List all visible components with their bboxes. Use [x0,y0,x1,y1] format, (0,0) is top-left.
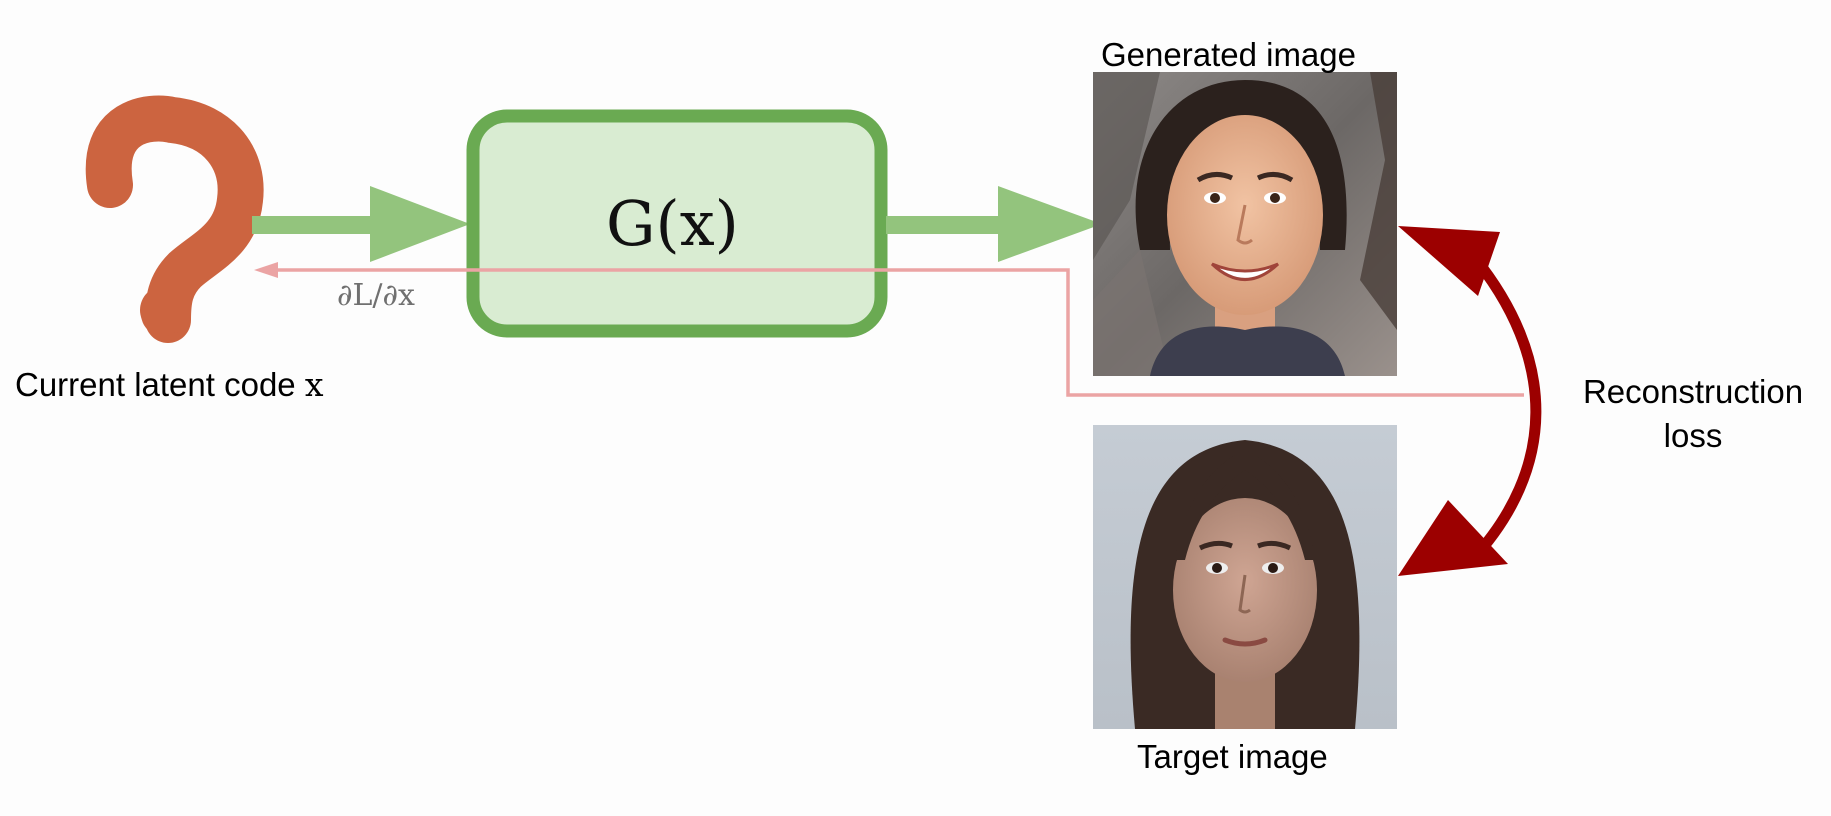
forward-arrow-latent-to-generator [252,186,470,262]
latent-code-label: Current latent code x [15,368,323,401]
reconstruction-loss-arrow [1398,226,1542,576]
latent-code-text: Current latent code [15,366,296,403]
generated-image-label: Generated image [1101,36,1356,73]
target-image [1093,425,1397,729]
forward-arrow-generator-to-image [886,186,1102,262]
reconstruction-loss-line2: loss [1663,417,1723,454]
generator-box [466,109,888,338]
generator-label: G(x) [606,187,739,260]
reconstruction-loss-line1: Reconstruction [1582,373,1804,410]
generated-image [1093,72,1397,376]
gradient-label: ∂L/∂x [337,278,415,313]
target-image-label: Target image [1137,738,1328,775]
latent-code-var: x [304,365,324,404]
gradient-arrow [254,262,1524,397]
question-mark-icon [85,95,264,343]
reconstruction-loss-label: Reconstruction loss [1570,370,1816,458]
